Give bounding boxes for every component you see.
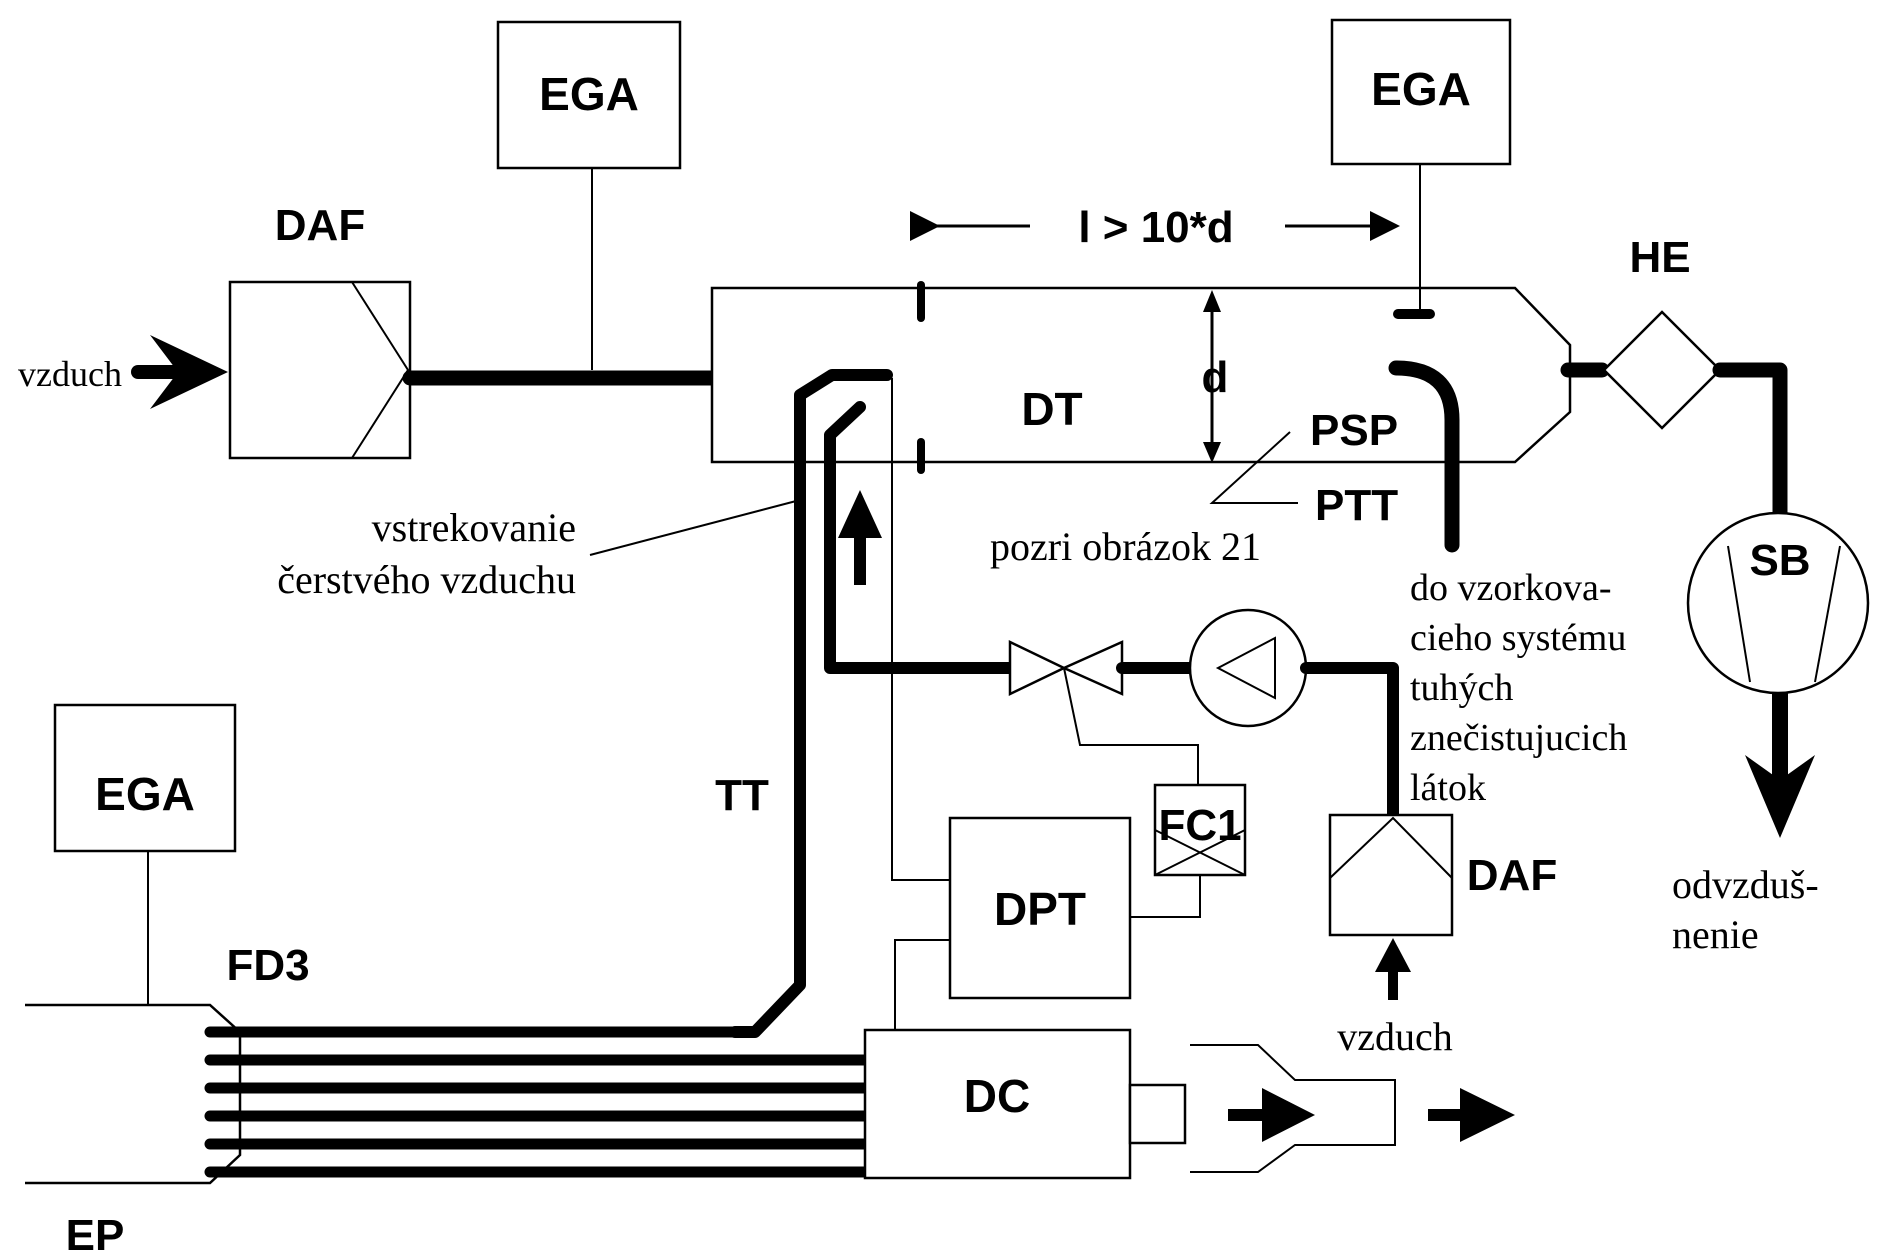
ega-box-top-right: EGA <box>1330 18 1512 166</box>
suction-blower <box>1686 511 1870 695</box>
ep-label: EP <box>66 1211 125 1260</box>
ptt-label: PTT <box>1315 481 1398 530</box>
sampling-line-3: tuhých <box>1410 667 1513 709</box>
tt-label: TT <box>715 771 769 820</box>
dpt-box: DPT <box>948 816 1132 1000</box>
psp-ptt-leader <box>1209 431 1298 504</box>
he-outlet-pipe <box>1712 362 1788 528</box>
to-sampling-note: do vzorkova- cieho systému tuhých znečis… <box>1410 567 1627 809</box>
sampling-line-2: cieho systému <box>1410 617 1626 659</box>
exhaust-out-arrow <box>1428 1088 1515 1142</box>
sampling-line-4: znečistujucich <box>1410 717 1627 759</box>
ega-label: EGA <box>95 768 195 820</box>
daf-filter-right <box>1328 813 1454 937</box>
injection-leader <box>589 499 801 556</box>
dc-label: DC <box>964 1070 1030 1122</box>
psp-probe-pipe <box>1388 360 1460 553</box>
heat-exchanger <box>1602 310 1722 430</box>
see-figure-note: pozri obrázok 21 <box>990 524 1261 569</box>
vent-arrow <box>1745 693 1815 838</box>
valve-control-line <box>1063 667 1199 785</box>
fc1-to-dpt-line <box>1130 875 1201 918</box>
pressure-line-upper <box>891 378 950 881</box>
ega-label: EGA <box>1371 63 1471 115</box>
ega-label: EGA <box>539 68 639 120</box>
he-label: HE <box>1629 233 1690 282</box>
injection-note-line-2: čerstvého vzduchu <box>277 557 576 602</box>
pressure-line-lower <box>894 939 950 1030</box>
dc-outlet-stub <box>1128 1083 1187 1145</box>
dc-flow-arrow <box>1228 1088 1315 1142</box>
ega-box-top-left: EGA <box>496 20 682 170</box>
pump-to-daf-pipe <box>1300 662 1399 824</box>
ega-box-bottom-left: EGA <box>53 703 237 853</box>
fc1-label: FC1 <box>1158 801 1241 850</box>
injection-line <box>824 401 1016 674</box>
dc-box: DC <box>863 1028 1132 1180</box>
fd3-label: FD3 <box>226 941 309 990</box>
dpt-label: DPT <box>994 883 1086 935</box>
air-inlet-label: vzduch <box>18 354 122 394</box>
length-rule-label: l > 10*d <box>1078 203 1233 252</box>
daf-filter-top <box>228 280 412 460</box>
flow-divider-tubes <box>204 1026 871 1178</box>
dt-label: DT <box>1021 383 1082 435</box>
air-inlet-arrow-bottom <box>1375 938 1411 1000</box>
air-inlet-bottom-label: vzduch <box>1337 1014 1453 1059</box>
dc-exhaust-duct <box>1190 1044 1396 1173</box>
injection-note-line-1: vstrekovanie <box>372 505 576 550</box>
psp-label: PSP <box>1310 406 1398 455</box>
injection-arrow <box>838 490 882 585</box>
d-label: d <box>1202 353 1229 402</box>
daf-top-label: DAF <box>275 201 365 250</box>
diameter-dimension <box>1203 290 1221 463</box>
sampling-line-1: do vzorkova- <box>1410 567 1612 609</box>
pump <box>1188 608 1308 728</box>
transfer-tube <box>729 369 893 1038</box>
sb-label: SB <box>1749 536 1810 585</box>
air-inlet-arrow <box>131 335 228 409</box>
daf-right-label: DAF <box>1467 851 1557 900</box>
control-valve <box>1008 640 1124 696</box>
dilution-tunnel <box>710 286 1572 464</box>
vent-line-1: odvzduš- <box>1672 862 1819 907</box>
sampling-line-5: látok <box>1410 767 1486 809</box>
flow-controller-fc1: FC1 <box>1153 783 1247 877</box>
vent-line-2: nenie <box>1672 912 1759 957</box>
